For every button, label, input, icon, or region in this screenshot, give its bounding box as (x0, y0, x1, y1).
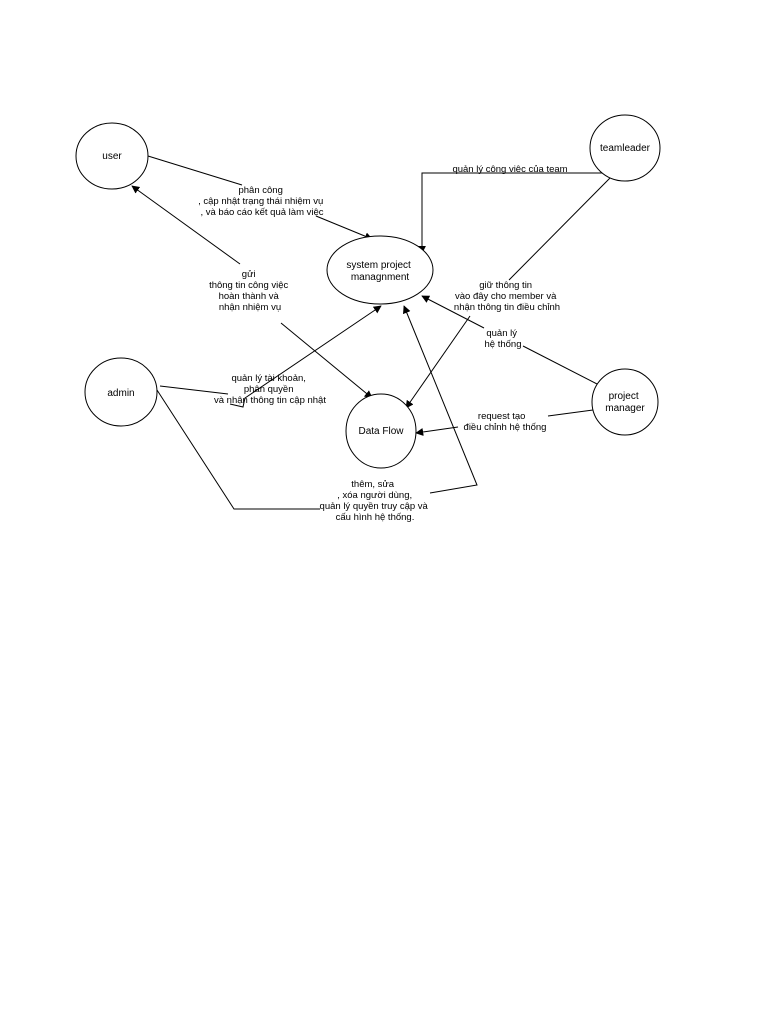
label-teamleader-to-dataflow: giữ thông tin vào đây cho member và nhận… (454, 280, 560, 313)
label-admin-to-system-2: thêm, sửa , xóa người dùng, quản lý quyề… (320, 479, 431, 523)
edge-admin-to-system-2 (156, 305, 478, 510)
label-pm-to-system: quản lý hệ thống (485, 328, 522, 350)
label-admin-to-system: quản lý tài khoản, phân quyền và nhận th… (214, 373, 326, 406)
node-data-flow: Data Flow (345, 393, 417, 469)
node-admin: admin (84, 357, 158, 427)
edge-admin-to-system (159, 305, 382, 408)
label-pm-to-dataflow: request tạo điều chỉnh hệ thống (464, 411, 547, 433)
edge-pm-to-dataflow (415, 409, 594, 436)
node-dataflow-label: Data Flow (358, 426, 404, 437)
edge-teamleader-to-system (418, 172, 609, 254)
label-dataflow-to-user: gửi thông tin công việc hoàn thành và nh… (209, 269, 291, 313)
node-teamleader-label: teamleader (600, 143, 651, 154)
edge-user-to-system (147, 155, 373, 240)
node-system-project-managnment: system project managnment (326, 235, 434, 305)
edge-pm-to-system (421, 295, 600, 386)
node-project-manager: project manager (591, 368, 659, 436)
node-user: user (75, 122, 149, 190)
node-system-label: system project managnment (346, 260, 413, 283)
label-teamleader-to-system: quản lý công việc của team (452, 164, 567, 175)
node-admin-label: admin (107, 388, 134, 399)
node-pm-label: project manager (605, 391, 645, 414)
edge-teamleader-to-dataflow (405, 177, 611, 409)
label-user-to-system: phân công , cập nhật trạng thái nhiệm vụ… (198, 185, 326, 218)
node-teamleader: teamleader (589, 114, 661, 182)
node-user-label: user (102, 151, 122, 162)
edge-dataflow-to-user (131, 185, 373, 399)
